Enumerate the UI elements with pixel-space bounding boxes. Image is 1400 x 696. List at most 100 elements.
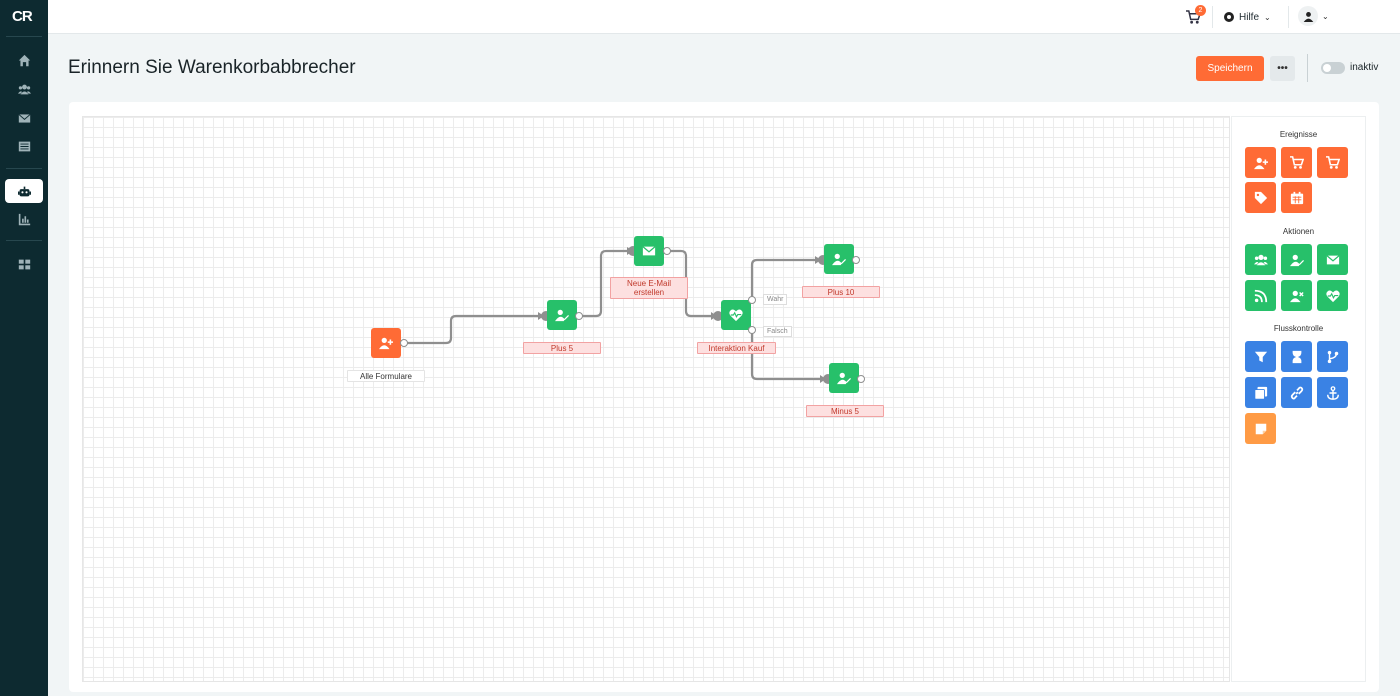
note-icon: [1255, 423, 1266, 434]
active-toggle[interactable]: [1321, 62, 1345, 74]
tag-icon: [1254, 191, 1267, 204]
node-interaction-purchase[interactable]: [721, 300, 751, 330]
palette-action-send-email[interactable]: [1317, 244, 1348, 275]
header-divider: [1307, 54, 1308, 82]
branch-label-false: Falsch: [763, 326, 792, 337]
palette-flow-wait[interactable]: [1281, 341, 1312, 372]
sidebar-item-home[interactable]: [5, 48, 43, 72]
cart-icon: [1325, 155, 1340, 169]
hourglass-icon: [1292, 350, 1301, 363]
user-menu[interactable]: ⌄: [1298, 6, 1329, 26]
help-menu[interactable]: Hilfe ⌄: [1224, 9, 1271, 25]
chevron-down-icon: ⌄: [1264, 12, 1271, 22]
user-icon: [1303, 11, 1313, 22]
user-remove-icon: [1289, 290, 1304, 302]
palette-action-rss[interactable]: [1245, 280, 1276, 311]
sidebar-divider: [6, 168, 42, 169]
palette-event-date[interactable]: [1281, 182, 1312, 213]
palette-action-interaction[interactable]: [1317, 280, 1348, 311]
heartbeat-icon: [1325, 290, 1340, 302]
toggle-label: inaktiv: [1350, 62, 1379, 73]
sidebar-divider: [6, 240, 42, 241]
palette-event-tag[interactable]: [1245, 182, 1276, 213]
help-label: Hilfe: [1239, 11, 1260, 23]
branch-icon: [1327, 350, 1338, 363]
palette-flow-filter[interactable]: [1245, 341, 1276, 372]
node-label-email-line2: erstellen: [633, 288, 665, 297]
user-edit-icon: [1289, 254, 1304, 266]
sidebar-item-contacts[interactable]: [5, 77, 43, 101]
node-plus10[interactable]: [824, 244, 854, 274]
lifering-icon: [1224, 12, 1234, 22]
avatar: [1298, 6, 1318, 26]
user-edit-icon: [837, 372, 851, 385]
branch-label-true: Wahr: [763, 294, 788, 305]
node-input-port[interactable]: [628, 246, 638, 256]
app-logo[interactable]: CR: [12, 8, 33, 25]
sidebar: CR: [0, 0, 48, 696]
node-output-port[interactable]: [852, 256, 860, 264]
node-output-port[interactable]: [575, 312, 583, 320]
sidebar-item-automation[interactable]: [5, 179, 43, 203]
user-edit-icon: [555, 309, 569, 322]
palette-event-contact-created[interactable]: [1245, 147, 1276, 178]
sidebar-item-lists[interactable]: [5, 134, 43, 158]
robot-icon: [17, 186, 31, 196]
copy-icon: [1253, 386, 1267, 400]
node-output-port-true[interactable]: [748, 296, 756, 304]
workflow-canvas[interactable]: [82, 116, 1230, 682]
node-label-plus10: Plus 10: [802, 286, 880, 298]
palette-action-remove-contact[interactable]: [1281, 280, 1312, 311]
node-plus5[interactable]: [547, 300, 577, 330]
node-email[interactable]: [634, 236, 664, 266]
node-label-interaction: Interaktion Kauf: [697, 342, 776, 354]
node-input-port[interactable]: [713, 311, 723, 321]
palette-flow-anchor[interactable]: [1317, 377, 1348, 408]
node-label-email: Neue E-Mail erstellen: [610, 277, 688, 299]
sidebar-item-email[interactable]: [5, 106, 43, 130]
sidebar-divider: [6, 36, 42, 37]
palette-action-edit-contact[interactable]: [1281, 244, 1312, 275]
users-icon: [1253, 254, 1268, 265]
node-output-port[interactable]: [857, 375, 865, 383]
palette-flow-copy[interactable]: [1245, 377, 1276, 408]
sidebar-item-reports[interactable]: [5, 207, 43, 231]
topbar-divider: [1212, 6, 1213, 28]
list-icon: [18, 141, 30, 151]
palette-event-cart-abandoned[interactable]: [1317, 147, 1348, 178]
palette-action-group[interactable]: [1245, 244, 1276, 275]
palette-flow-link[interactable]: [1281, 377, 1312, 408]
save-button[interactable]: Speichern: [1196, 56, 1264, 81]
node-minus5[interactable]: [829, 363, 859, 393]
node-label-plus5: Plus 5: [523, 342, 601, 354]
palette-flow-note[interactable]: [1245, 413, 1276, 444]
wire-true-plus10: [750, 258, 815, 300]
topbar-divider: [1288, 6, 1289, 28]
palette-heading-actions: Aktionen: [1282, 227, 1315, 236]
node-output-port[interactable]: [663, 247, 671, 255]
mail-icon: [17, 113, 31, 123]
node-input-port[interactable]: [823, 374, 833, 384]
node-output-port-false[interactable]: [748, 326, 756, 334]
node-output-port[interactable]: [400, 339, 408, 347]
anchor-icon: [1326, 385, 1339, 400]
more-options-button[interactable]: •••: [1270, 56, 1295, 81]
users-icon: [17, 84, 31, 94]
sidebar-item-dashboard[interactable]: [5, 252, 43, 276]
palette-heading-events: Ereignisse: [1279, 130, 1318, 139]
node-label-trigger: Alle Formulare: [347, 370, 425, 382]
chevron-down-icon: ⌄: [1322, 11, 1329, 21]
node-label-email-line1: Neue E-Mail: [626, 279, 671, 288]
cart-icon: [1289, 155, 1304, 169]
palette-event-cart[interactable]: [1281, 147, 1312, 178]
cart-button[interactable]: 2: [1186, 5, 1206, 26]
node-input-port[interactable]: [818, 255, 828, 265]
cart-count-badge: 2: [1195, 5, 1206, 16]
link-icon: [1290, 386, 1303, 399]
rss-icon: [1254, 289, 1267, 302]
palette-flow-branch[interactable]: [1317, 341, 1348, 372]
node-input-port[interactable]: [541, 311, 551, 321]
node-trigger-form[interactable]: [371, 328, 401, 358]
user-plus-icon: [379, 337, 393, 350]
